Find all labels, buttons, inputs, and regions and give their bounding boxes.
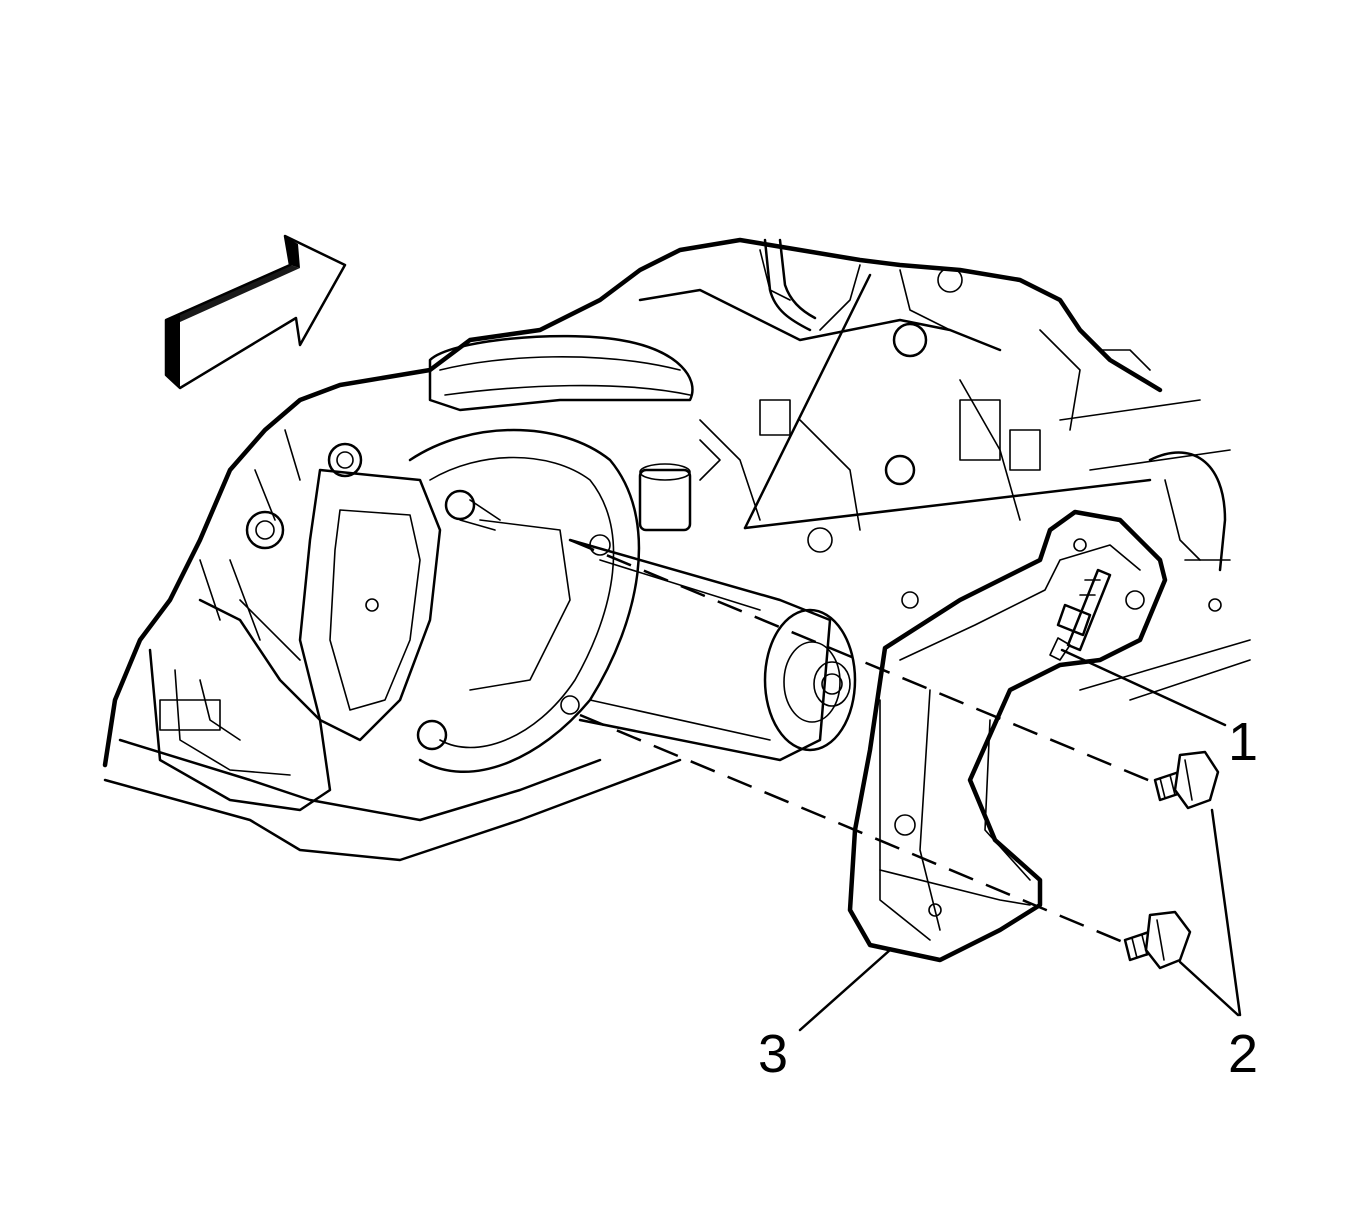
callout-leader-lines — [798, 648, 1242, 1032]
mount-bracket — [847, 509, 1168, 963]
transmission-assembly — [102, 237, 1251, 862]
alignment-dashed-lines — [569, 538, 1161, 947]
mount-stud — [1049, 568, 1112, 661]
mount-bolt-lower — [1123, 910, 1192, 970]
callout-3: 3 — [758, 1024, 788, 1084]
callout-1: 1 — [1228, 712, 1258, 772]
mount-bolt-upper — [1153, 750, 1220, 810]
detail-view-lines — [743, 273, 1152, 530]
front-direction-arrow-icon — [164, 234, 347, 390]
callout-2: 2 — [1228, 1024, 1258, 1084]
